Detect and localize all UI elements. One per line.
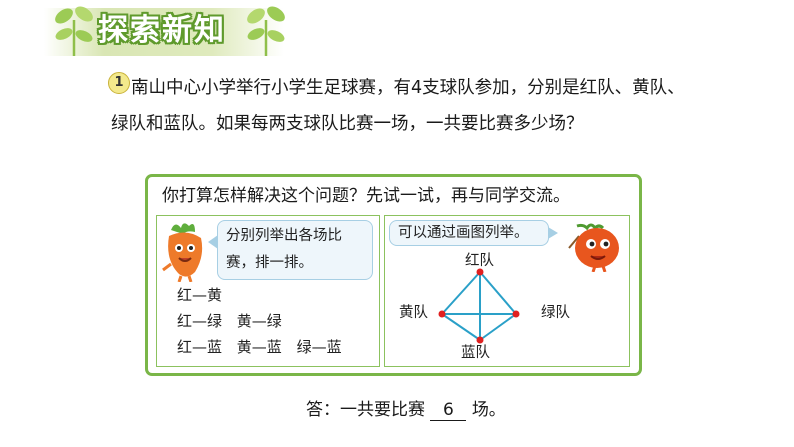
carrot-character-icon: [162, 223, 203, 282]
node-green: [512, 310, 520, 318]
answer-prefix: 答：一共要比赛: [306, 400, 425, 420]
edge-red-green: [479, 271, 517, 315]
node-label-left: 黄队: [399, 305, 428, 321]
match-pair: 绿—蓝: [296, 338, 342, 356]
match-pair: 红—绿: [177, 312, 223, 330]
sprout-leaf-icon: [247, 6, 285, 56]
answer-suffix: 场。: [471, 400, 506, 420]
prompt-text: 你打算怎样解决这个问题？先试一试，再与同学交流。: [162, 186, 570, 206]
match-pair: 黄—绿: [236, 312, 282, 330]
diagram-method-bubble: 可以通过画图列举。: [389, 220, 558, 246]
problem-text: 南山中心小学举行小学生足球赛，有4支球队参加，分别是红队、黄队、 绿队和蓝队。如…: [111, 70, 771, 142]
edge-yellow-blue: [441, 313, 481, 341]
section-header: 探索新知: [0, 0, 794, 62]
node-red: [476, 268, 484, 276]
edge-red-yellow: [441, 271, 481, 315]
match-list: 红—黄 红—绿 黄—绿 红—蓝 黄—蓝 绿—蓝: [177, 282, 352, 360]
match-row: 红—绿 黄—绿: [177, 308, 352, 334]
list-method-panel: 分别列举出各场比 赛，排一排。 红—黄 红—绿 黄—绿 红—蓝 黄—蓝 绿—蓝: [156, 215, 380, 367]
match-pair: 红—蓝: [177, 338, 223, 356]
node-label-top: 红队: [465, 253, 494, 269]
sprout-leaf-icon: [55, 6, 93, 56]
problem-line-2: 绿队和蓝队。如果每两支球队比赛一场，一共要比赛多少场？: [111, 114, 584, 134]
match-pair: 红—黄: [177, 286, 223, 304]
header-title: 探索新知: [98, 13, 226, 48]
edge-green-blue: [479, 313, 517, 341]
list-method-bubble: 分别列举出各场比 赛，排一排。: [208, 220, 373, 280]
problem-number: 1: [108, 72, 130, 94]
answer-value: 6: [430, 400, 467, 421]
diagram-method-panel: 可以通过画图列举。 红队 黄队 绿队 蓝队: [384, 215, 630, 367]
tomato-character-icon: [568, 223, 619, 272]
node-label-right: 绿队: [541, 305, 570, 321]
bubble-line-1: 分别列举出各场比: [226, 228, 342, 244]
match-pair: 黄—蓝: [236, 338, 282, 356]
node-blue: [476, 336, 484, 344]
match-row: 红—黄: [177, 282, 352, 308]
answer-line: 答：一共要比赛 6 场。: [306, 398, 506, 422]
solution-box: 你打算怎样解决这个问题？先试一试，再与同学交流。 分别列举出各场比 赛，排一排。…: [145, 174, 642, 376]
bubble-line-2: 赛，排一排。: [226, 255, 313, 271]
problem-number-badge: 1: [104, 68, 130, 98]
team-graph: [438, 268, 520, 344]
node-yellow: [438, 310, 446, 318]
node-label-bottom: 蓝队: [461, 345, 490, 361]
match-row: 红—蓝 黄—蓝 绿—蓝: [177, 334, 352, 360]
problem-line-1: 南山中心小学举行小学生足球赛，有4支球队参加，分别是红队、黄队、: [131, 78, 685, 98]
